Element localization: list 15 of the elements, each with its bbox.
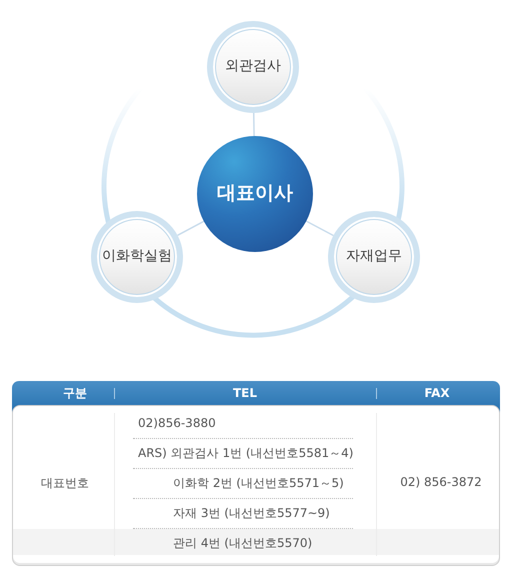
table-cell-text: 자재 3번 (내선번호5577~9) [173, 507, 330, 519]
node-label: 이화학실험 [102, 248, 172, 266]
table-cell-text: 관리 4번 (내선번호5570) [173, 537, 312, 549]
node-label: 자재업무 [346, 248, 402, 266]
node-label: 외관검사 [225, 58, 281, 76]
table-cell-text: 02)856-3880 [138, 417, 216, 429]
table-cell-text: ARS) 외관검사 1번 (내선번호5581～4) [138, 447, 354, 459]
connector-line [252, 112, 255, 136]
node-label: 대표이사 [217, 182, 293, 206]
column-header: FAX [424, 387, 450, 399]
row-header: 대표번호 [41, 477, 89, 489]
column-header: TEL [232, 387, 258, 399]
column-header: 구분 [63, 387, 87, 399]
table-cell-text: 이화학 2번 (내선번호5571～5) [173, 477, 344, 489]
table-cell-text: 02) 856-3872 [400, 476, 482, 488]
